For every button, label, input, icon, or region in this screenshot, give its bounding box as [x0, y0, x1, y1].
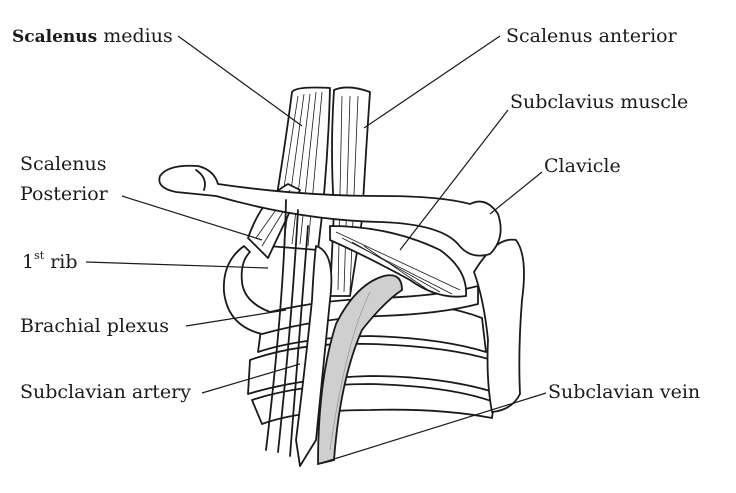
label-brachial-plexus: Brachial plexus [20, 315, 169, 337]
labels: Scalenus medius Scalenus anterior Subcla… [12, 25, 700, 403]
label-first-rib: 1st rib [22, 249, 78, 273]
label-clavicle: Clavicle [544, 155, 621, 177]
scalenus-anterior-muscle [329, 86, 371, 297]
leader-lines [85, 35, 547, 465]
label-subclavian-vein: Subclavian vein [548, 381, 700, 403]
label-scalenus-anterior: Scalenus anterior [506, 25, 678, 47]
label-scalenus-medius: Scalenus medius [12, 25, 173, 47]
label-scalenus-posterior-line1: Scalenus [20, 153, 107, 175]
label-scalenus-posterior-line2: Posterior [20, 183, 109, 205]
subclavian-artery-vessel [295, 245, 333, 467]
subclavius-muscle [329, 225, 467, 298]
scapula-outline [473, 238, 525, 413]
first-rib [222, 245, 479, 335]
anatomy-drawing [158, 86, 525, 467]
label-subclavian-artery: Subclavian artery [20, 381, 191, 403]
clavicle-bone [158, 164, 502, 257]
label-subclavius-muscle: Subclavius muscle [510, 91, 688, 113]
brachial-plexus-nerves [265, 199, 309, 457]
subclavian-vein-vessel [317, 274, 403, 466]
